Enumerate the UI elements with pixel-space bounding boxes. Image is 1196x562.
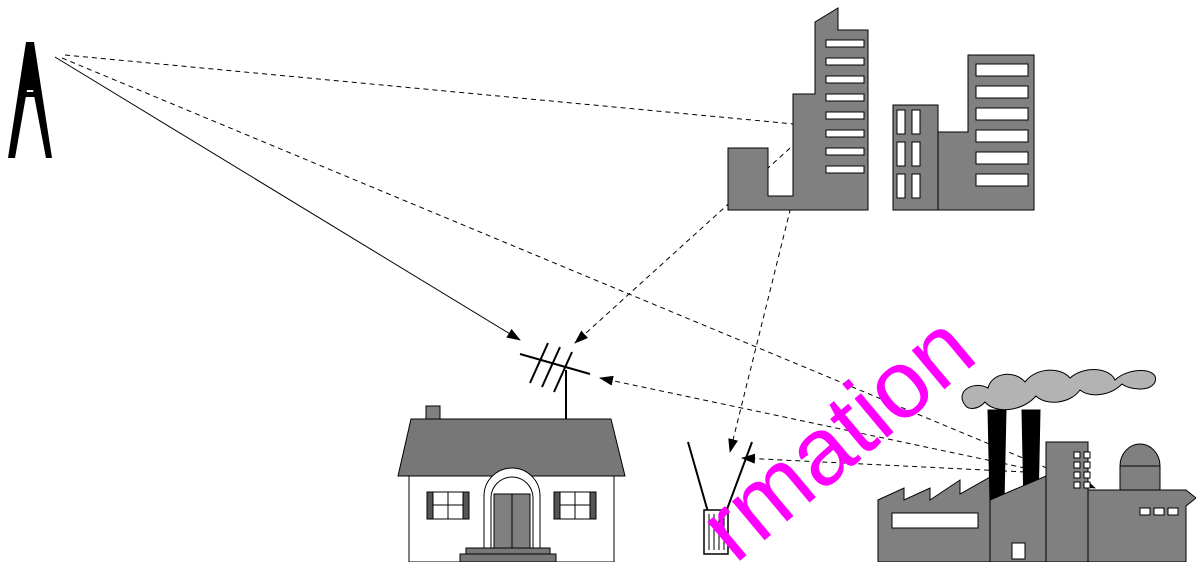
smoke-cloud (961, 369, 1156, 411)
tv-antenna-icon (519, 342, 591, 420)
path-factory-to-antenna (599, 375, 1026, 469)
office-buildings-icon (727, 7, 1035, 211)
path-tower-to-factory (61, 57, 1096, 489)
path-buildings-to-antenna (574, 129, 811, 344)
path-factory-to-receiver (741, 453, 1026, 473)
direct-path-line (54, 56, 521, 341)
transmitter-tower-icon (8, 42, 52, 158)
portable-receiver-icon (687, 441, 753, 555)
house-icon (397, 405, 626, 562)
path-tower-to-buildings (64, 54, 816, 130)
factory-icon (877, 369, 1196, 562)
